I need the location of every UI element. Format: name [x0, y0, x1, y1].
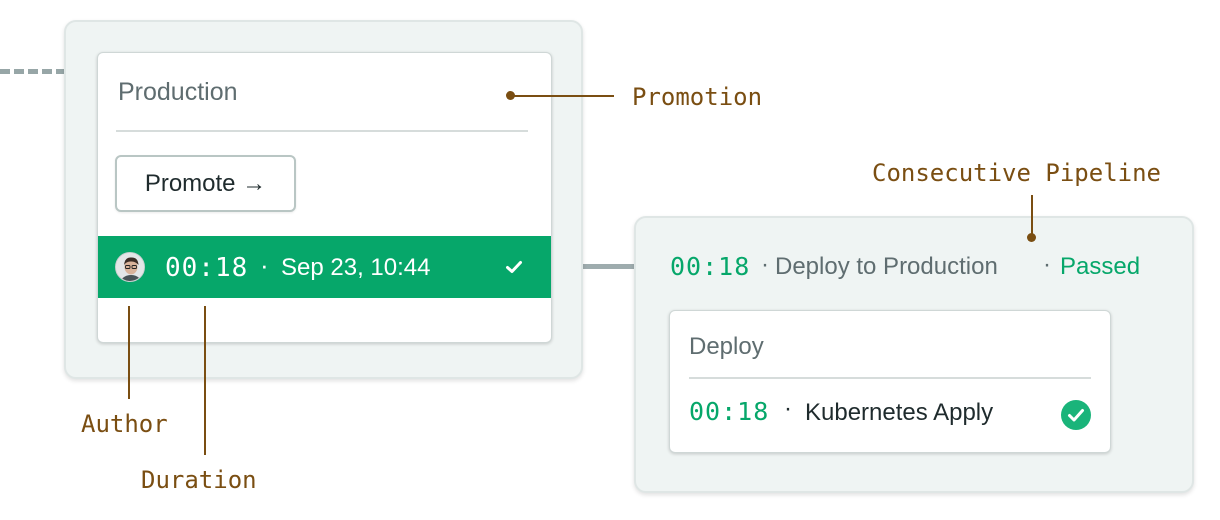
- incoming-connector-line: [0, 69, 66, 74]
- check-circle-icon: [1061, 400, 1091, 430]
- pipeline-duration: 00:18: [670, 252, 751, 281]
- annotation-consecutive-pipeline: Consecutive Pipeline: [872, 159, 1161, 187]
- separator-dot: ·: [1043, 251, 1051, 278]
- block-divider: [689, 377, 1091, 379]
- job-duration: 00:18: [689, 397, 770, 426]
- promotion-status-bar[interactable]: 00:18 · Sep 23, 10:44: [98, 236, 551, 298]
- duration-pointer-line: [204, 306, 206, 455]
- annotation-author: Author: [81, 410, 168, 438]
- run-duration: 00:18: [165, 253, 249, 283]
- pipeline-connector-line: [550, 264, 636, 269]
- pipeline-pointer-dot: [1027, 233, 1036, 242]
- check-icon: [506, 261, 522, 273]
- run-timestamp: Sep 23, 10:44: [281, 254, 431, 281]
- separator-dot: ·: [761, 251, 769, 278]
- deploy-block-card: Deploy 00:18 · Kubernetes Apply: [669, 310, 1111, 453]
- pipeline-name[interactable]: Deploy to Production: [775, 253, 998, 280]
- pipeline-status: Passed: [1060, 253, 1141, 280]
- promotion-divider: [116, 130, 528, 132]
- promotion-pointer-line: [510, 95, 614, 97]
- author-avatar: [115, 252, 145, 282]
- block-title: Deploy: [689, 333, 764, 360]
- separator-dot: ·: [784, 395, 792, 422]
- promote-button-label: Promote →: [144, 169, 267, 197]
- promotion-card: Production Promote → 00:18 · Sep 23, 10:…: [97, 52, 552, 343]
- pipeline-pointer-line: [1031, 195, 1033, 238]
- promotion-title: Production: [118, 78, 238, 106]
- annotation-duration: Duration: [141, 466, 257, 494]
- promote-button[interactable]: Promote →: [115, 155, 296, 212]
- job-name[interactable]: Kubernetes Apply: [805, 399, 994, 426]
- author-pointer-line: [128, 306, 130, 399]
- separator-dot: ·: [260, 250, 269, 280]
- annotation-promotion: Promotion: [632, 83, 763, 111]
